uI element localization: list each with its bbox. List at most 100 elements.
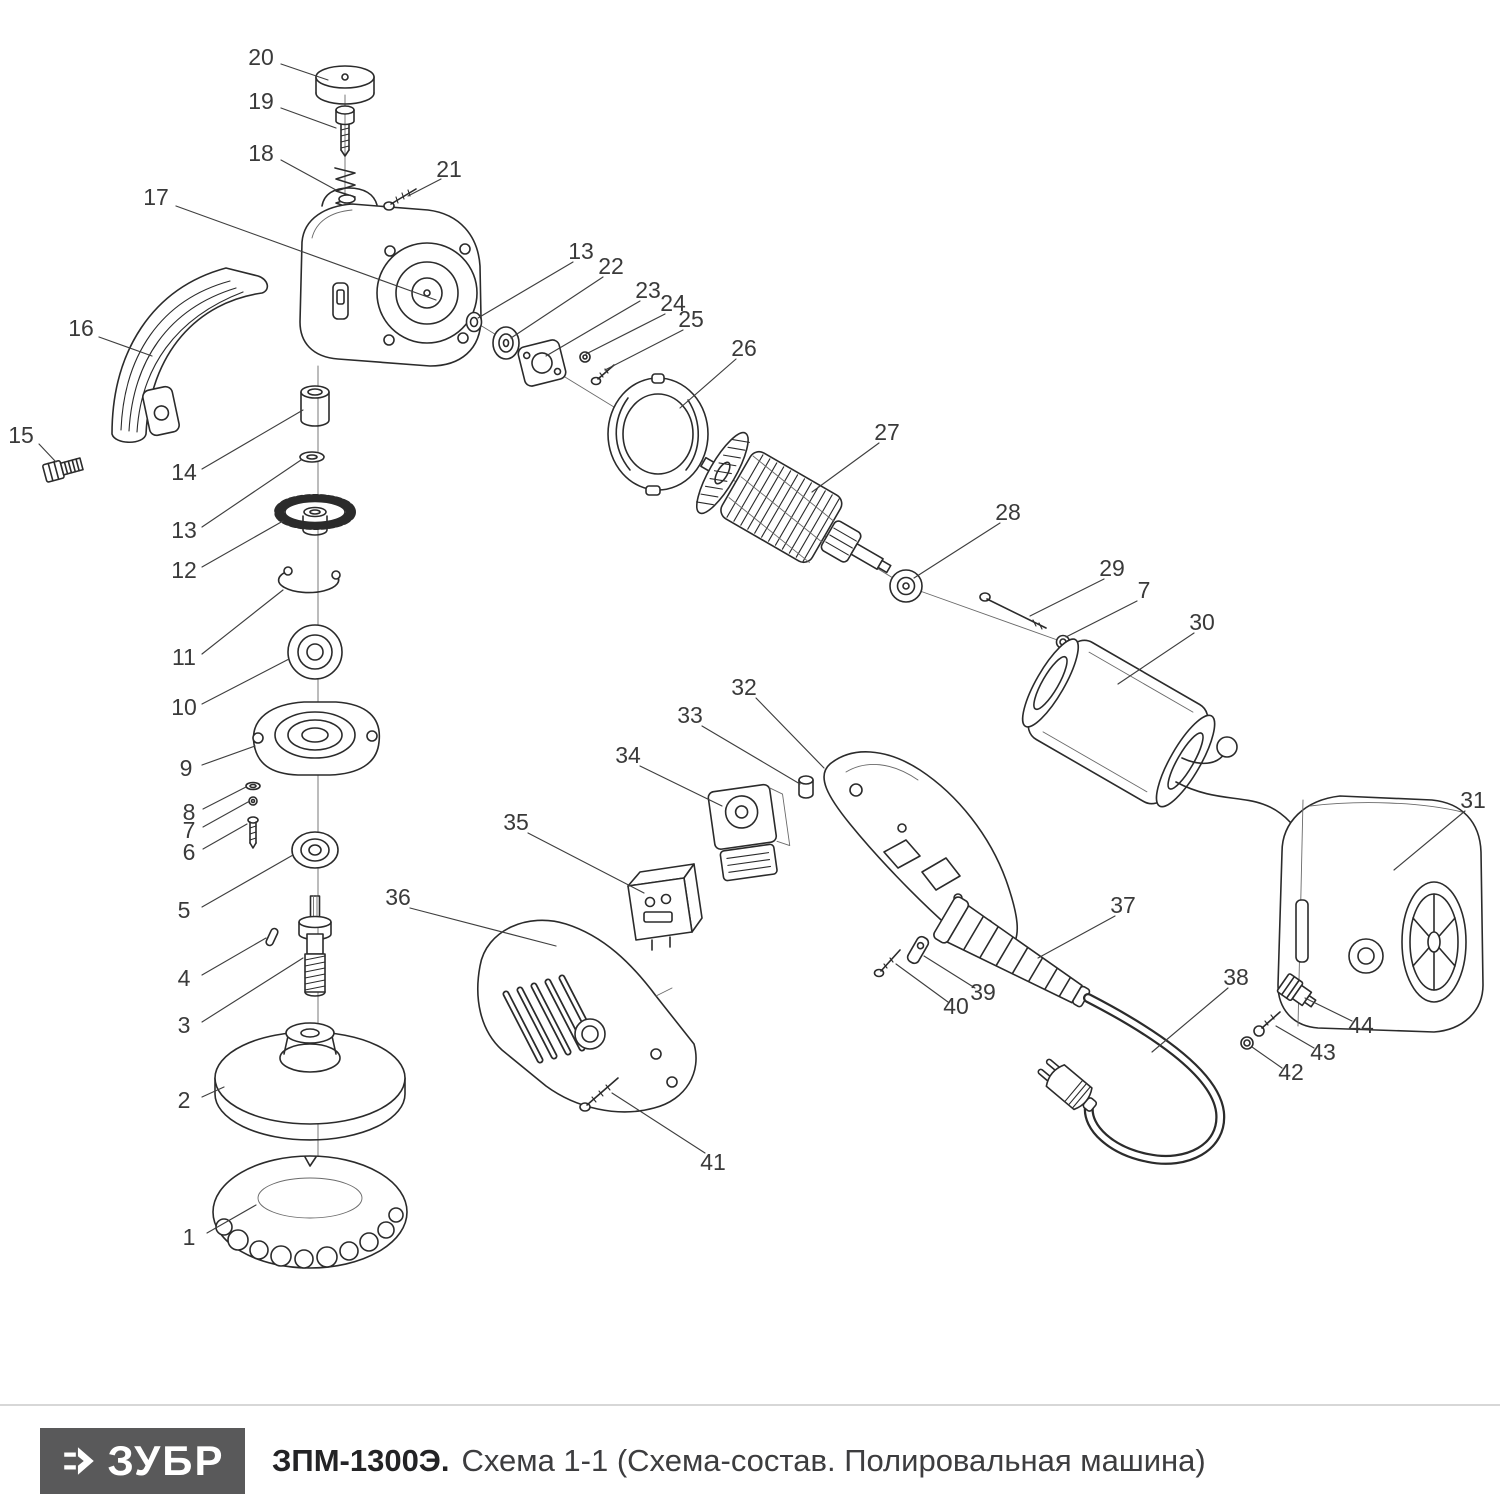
part-nut-7-left: [248, 796, 258, 806]
part-cord-guard-37: [933, 896, 1091, 1008]
callout-leader-41: [611, 1092, 706, 1154]
callout-leader-26: [679, 358, 737, 409]
footer-divider: [0, 1404, 1500, 1406]
part-screw-19: [335, 105, 355, 157]
callout-label-18: 18: [248, 140, 274, 166]
callout-label-23: 23: [635, 277, 661, 303]
callout-label-11: 11: [172, 644, 196, 670]
callout-label-35: 35: [503, 809, 529, 835]
callout-label-42: 42: [1278, 1059, 1304, 1085]
callout-label-26: 26: [731, 335, 757, 361]
part-handle-16: [111, 267, 269, 444]
callout-leader-28: [913, 522, 1001, 579]
callout-leader-2: [201, 1086, 225, 1098]
callout-label-13: 13: [171, 517, 197, 543]
part-bolt-15: [42, 457, 84, 483]
footer: ЗУБР ЗПМ-1300Э. Схема 1-1 (Схема-состав.…: [0, 1404, 1500, 1500]
callout-leader-4: [201, 937, 267, 976]
callout-label-32: 32: [731, 674, 757, 700]
part-stator-30: [1021, 638, 1306, 847]
part-screw-6: [247, 816, 259, 849]
callout-leader-38: [1151, 987, 1229, 1053]
part-backing-pad-2: [214, 1022, 406, 1141]
part-nut-42: [1240, 1036, 1254, 1050]
callout-label-15: 15: [8, 422, 34, 448]
zubr-logo: ЗУБР: [40, 1428, 245, 1494]
part-bearing-support-26: [607, 373, 709, 496]
callout-leader-24: [585, 313, 666, 355]
callout-label-8: 8: [183, 799, 196, 825]
brand-name: ЗУБР: [107, 1437, 225, 1484]
callout-label-5: 5: [178, 897, 191, 923]
callout-leader-23: [545, 300, 641, 357]
part-bearing-28: [889, 569, 923, 603]
callout-label-39: 39: [970, 979, 996, 1005]
callout-leader-15: [38, 443, 57, 463]
callout-leader-30: [1117, 632, 1195, 685]
callout-label-10: 10: [171, 694, 197, 720]
callout-leader-35: [527, 832, 645, 894]
callout-leader-21: [407, 178, 442, 197]
callout-leader-20: [280, 63, 329, 81]
part-screw-40: [873, 949, 901, 978]
callout-leader-5: [201, 854, 294, 908]
callout-label-22: 22: [598, 253, 624, 279]
callout-label-31: 31: [1460, 787, 1486, 813]
part-bolt-43: [1253, 1011, 1281, 1037]
part-power-cord-38: [1037, 993, 1226, 1165]
callout-leader-17: [175, 205, 437, 301]
callout-label-24: 24: [660, 290, 686, 316]
callout-label-7: 7: [183, 817, 196, 843]
callout-label-44: 44: [1348, 1012, 1374, 1038]
part-bracket-39: [906, 935, 930, 965]
callout-leader-29: [1029, 578, 1105, 617]
part-bushing-14: [300, 385, 330, 427]
callout-leader-8: [202, 786, 247, 810]
part-cap-20: [315, 65, 375, 105]
callout-label-4: 4: [178, 965, 191, 991]
callout-label-13: 13: [568, 238, 594, 264]
part-circlip-11: [277, 566, 341, 594]
callout-leader-43: [1275, 1025, 1315, 1049]
callout-label-37: 37: [1110, 892, 1136, 918]
callout-leader-40: [895, 963, 949, 1003]
callout-label-25: 25: [678, 306, 704, 332]
part-bearing-10: [287, 624, 343, 680]
callout-leader-9: [201, 745, 256, 766]
callout-leader-25: [604, 329, 684, 371]
callout-leader-18: [280, 159, 337, 191]
callout-leader-6: [202, 823, 248, 850]
callout-label-7: 7: [1138, 577, 1151, 603]
callout-leader-7: [1065, 600, 1138, 638]
callout-label-9: 9: [180, 755, 193, 781]
callout-leader-27: [811, 442, 880, 493]
part-gear-housing-17: [299, 187, 482, 367]
part-washer-24: [579, 351, 591, 363]
callout-label-6: 6: [183, 839, 196, 865]
callout-label-16: 16: [68, 315, 94, 341]
callout-leader-39: [923, 955, 976, 989]
part-screw-21: [383, 188, 417, 211]
callout-label-12: 12: [171, 557, 197, 583]
scheme-name: Схема 1-1 (Схема-состав. Полировальная м…: [461, 1443, 1206, 1478]
callout-label-27: 27: [874, 419, 900, 445]
callout-label-40: 40: [943, 993, 969, 1019]
callout-leader-19: [280, 107, 337, 129]
callout-leader-16: [98, 336, 153, 357]
part-screw-41: [579, 1077, 619, 1112]
part-button-33: [798, 775, 814, 799]
part-motor-housing-31: [1277, 795, 1484, 1033]
diagram-title: ЗПМ-1300Э. Схема 1-1 (Схема-состав. Поли…: [272, 1428, 1206, 1494]
callout-label-17: 17: [143, 184, 169, 210]
part-pin-4: [265, 927, 279, 947]
exploded-diagram: 2019182117132223242526272829730311615141…: [8, 44, 1486, 1269]
callout-leader-31: [1393, 810, 1466, 871]
callout-leader-14: [201, 409, 304, 470]
callout-label-3: 3: [178, 1012, 191, 1038]
part-speed-controller-34: [707, 783, 791, 882]
callout-label-38: 38: [1223, 964, 1249, 990]
part-bearing-22: [492, 326, 520, 360]
callout-label-34: 34: [615, 742, 641, 768]
part-ring-8: [245, 781, 261, 791]
